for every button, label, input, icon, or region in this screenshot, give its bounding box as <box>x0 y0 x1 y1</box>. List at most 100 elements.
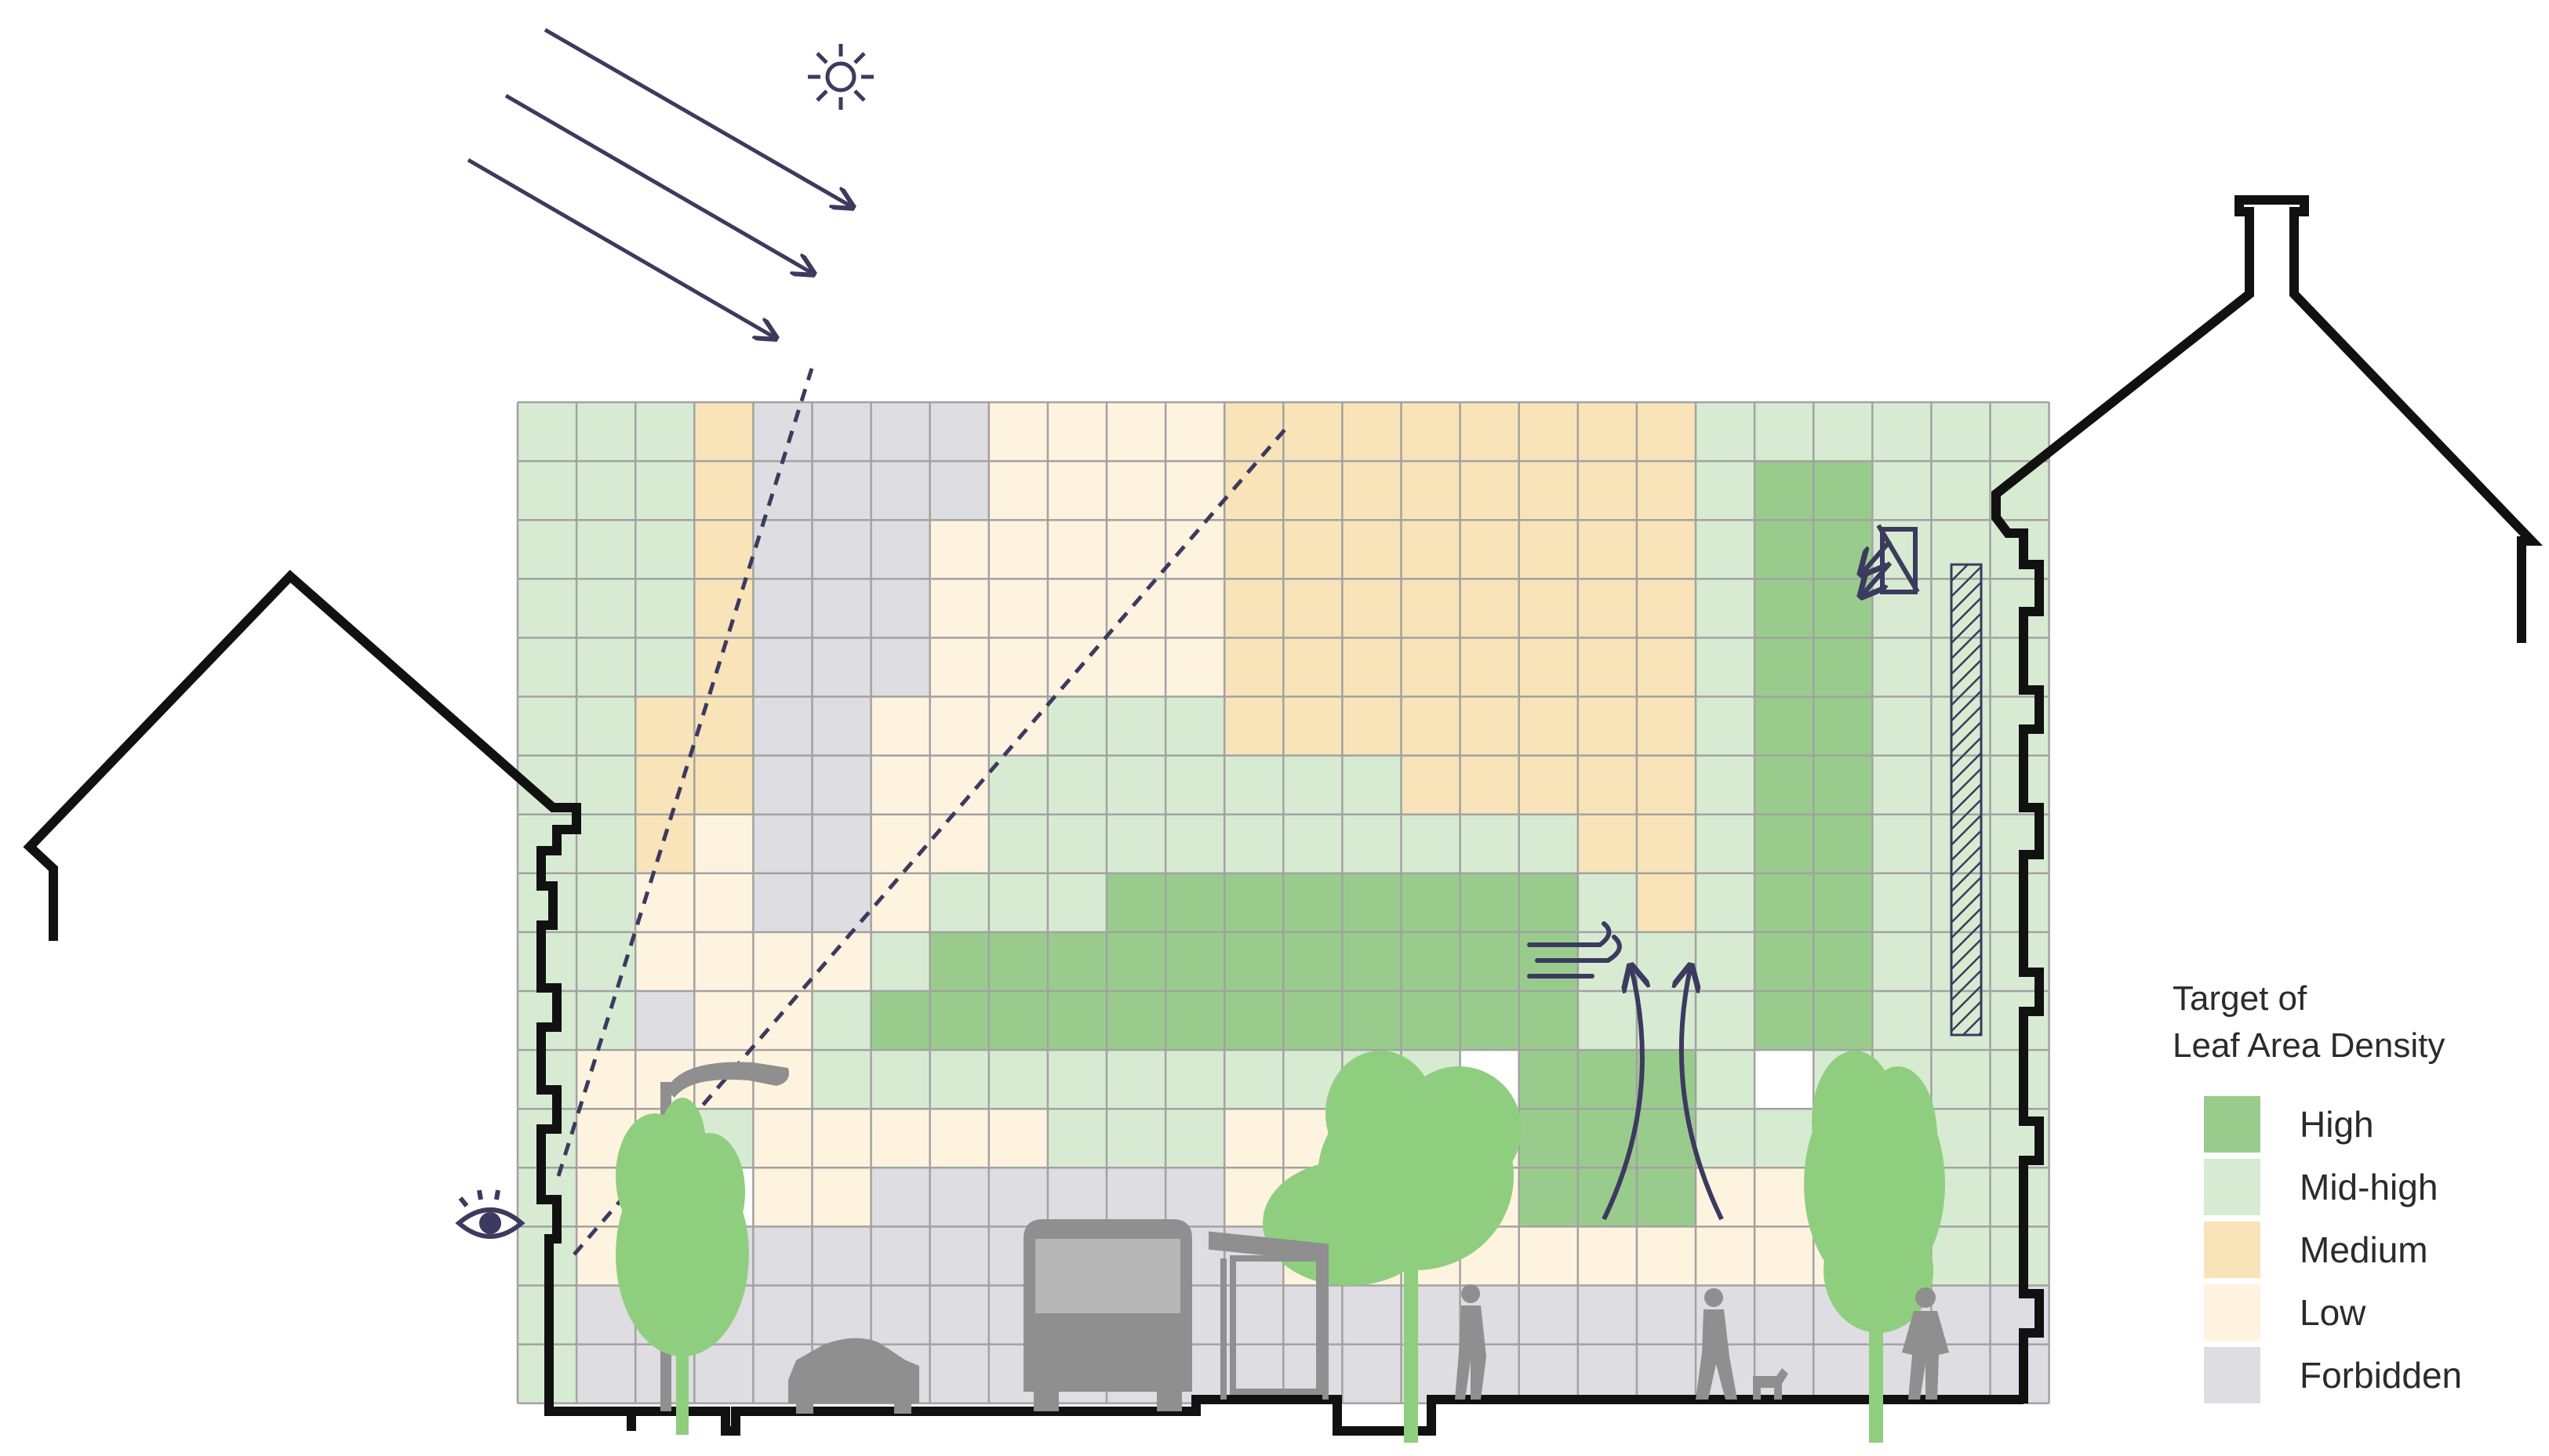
grid-cell-midhigh <box>1224 755 1284 815</box>
grid-cell-medium <box>1460 755 1519 815</box>
grid-cell-midhigh <box>1872 637 1932 697</box>
grid-cell-forbidden <box>812 873 871 932</box>
grid-cell-midhigh <box>1696 402 1755 462</box>
grid-cell-forbidden <box>753 873 813 932</box>
grid-cell-low <box>1107 402 1166 462</box>
grid-cell-forbidden <box>812 402 871 462</box>
grid-cell-low <box>753 931 813 991</box>
grid-cell-midhigh <box>576 579 636 638</box>
wind-icon <box>1527 921 1622 979</box>
grid-cell-low <box>1165 579 1225 638</box>
grid-cell-high <box>1518 991 1578 1051</box>
grid-cell-medium <box>1401 520 1460 579</box>
legend-title-line-1: Target of <box>2173 979 2307 1018</box>
grid-cell-forbidden <box>753 402 813 462</box>
legend-label-forbidden: Forbidden <box>2300 1355 2462 1396</box>
grid-cell-high <box>1342 931 1402 991</box>
grid-cell-high <box>1813 755 1873 815</box>
grid-cell-forbidden <box>694 1344 754 1403</box>
grid-cell-high <box>1518 1050 1578 1109</box>
grid-cell-high <box>1754 873 1814 932</box>
grid-cell-medium <box>1577 814 1637 873</box>
legend-swatch-midhigh <box>2204 1159 2260 1215</box>
grid-cell-high <box>1518 1167 1578 1227</box>
grid-cell-forbidden <box>929 1285 989 1345</box>
grid-cell-medium <box>1224 637 1284 697</box>
grid-cell-midhigh <box>1165 1050 1225 1109</box>
grid-cell-forbidden <box>753 755 813 815</box>
car-silhouette <box>788 1338 919 1414</box>
grid-cell-forbidden <box>812 1285 871 1345</box>
grid-cell-medium <box>1283 637 1343 697</box>
grid-cell-midhigh <box>871 1050 930 1109</box>
grid-cell-high <box>871 991 930 1051</box>
grid-cell-medium <box>1283 461 1343 521</box>
grid-cell-forbidden <box>871 1285 930 1345</box>
grid-cell-midhigh <box>988 1050 1048 1109</box>
grid-cell-high <box>1107 873 1166 932</box>
grid-cell-medium <box>1460 579 1519 638</box>
grid-cell-forbidden <box>812 520 871 579</box>
grid-cell-low <box>753 1109 813 1168</box>
grid-cell-midhigh <box>1872 755 1932 815</box>
grid-cell-medium <box>1636 637 1696 697</box>
grid-cell-midhigh <box>1165 696 1225 756</box>
grid-cell-midhigh <box>1696 1050 1755 1109</box>
grid-cell-forbidden <box>1342 1344 1402 1403</box>
grid-cell-low <box>929 1109 989 1168</box>
grid-cell-midhigh <box>1696 696 1755 756</box>
grid-cell-forbidden <box>753 1226 813 1286</box>
grid-cell-high <box>1283 991 1343 1051</box>
grid-cell-midhigh <box>1696 931 1755 991</box>
grid-cell-low <box>871 696 930 756</box>
grid-cell-high <box>1754 696 1814 756</box>
grid-cell-midhigh <box>518 991 577 1051</box>
grid-cell-high <box>1342 873 1402 932</box>
grid-cell-low <box>1047 520 1107 579</box>
grid-cell-forbidden <box>988 1167 1048 1227</box>
grid-cell-midhigh <box>812 991 871 1051</box>
grid-cell-high <box>1813 931 1873 991</box>
grid-cell-medium <box>1577 755 1637 815</box>
grid-cell-midhigh <box>518 814 577 873</box>
grid-cell-midhigh <box>635 402 695 462</box>
grid-cell-midhigh <box>988 755 1048 815</box>
grid-cell-midhigh <box>1813 402 1873 462</box>
grid-cell-low <box>1047 402 1107 462</box>
grid-cell-forbidden <box>1636 1344 1696 1403</box>
grid-cell-medium <box>1577 402 1637 462</box>
grid-cell-medium <box>1342 696 1402 756</box>
grid-cell-forbidden <box>753 461 813 521</box>
grid-cell-forbidden <box>753 814 813 873</box>
grid-cell-medium <box>1636 755 1696 815</box>
grid-cell-midhigh <box>1931 402 1991 462</box>
grid-cell-high <box>1165 991 1225 1051</box>
grid-cell-forbidden <box>753 520 813 579</box>
grid-cell-midhigh <box>1696 637 1755 697</box>
grid-cell-high <box>1813 991 1873 1051</box>
grid-cell-medium <box>1577 637 1637 697</box>
grid-cell-midhigh <box>988 873 1048 932</box>
grid-cell-low <box>1754 1167 1814 1227</box>
grid-cell-midhigh <box>1931 1050 1991 1109</box>
grid-cell-medium <box>1636 696 1696 756</box>
grid-cell-low <box>988 520 1048 579</box>
grid-cell-high <box>1283 931 1343 991</box>
tree-right <box>1804 1051 1945 1443</box>
grid-cell-medium <box>1342 520 1402 579</box>
grid-cell-high <box>1754 461 1814 521</box>
grid-cell-low <box>1165 402 1225 462</box>
grid-cell-high <box>1754 814 1814 873</box>
grid-cell-midhigh <box>1107 755 1166 815</box>
grid-cell-high <box>1401 991 1460 1051</box>
legend-label-low: Low <box>2300 1292 2366 1333</box>
grid-cell-forbidden <box>812 637 871 697</box>
grid-cell-midhigh <box>1696 520 1755 579</box>
right-building <box>1991 195 2544 1403</box>
grid-cell-low <box>694 991 754 1051</box>
grid-cell-forbidden <box>929 1344 989 1403</box>
grid-cell-low <box>1165 461 1225 521</box>
grid-cell-high <box>1460 873 1519 932</box>
grid-cell-midhigh <box>1518 814 1578 873</box>
